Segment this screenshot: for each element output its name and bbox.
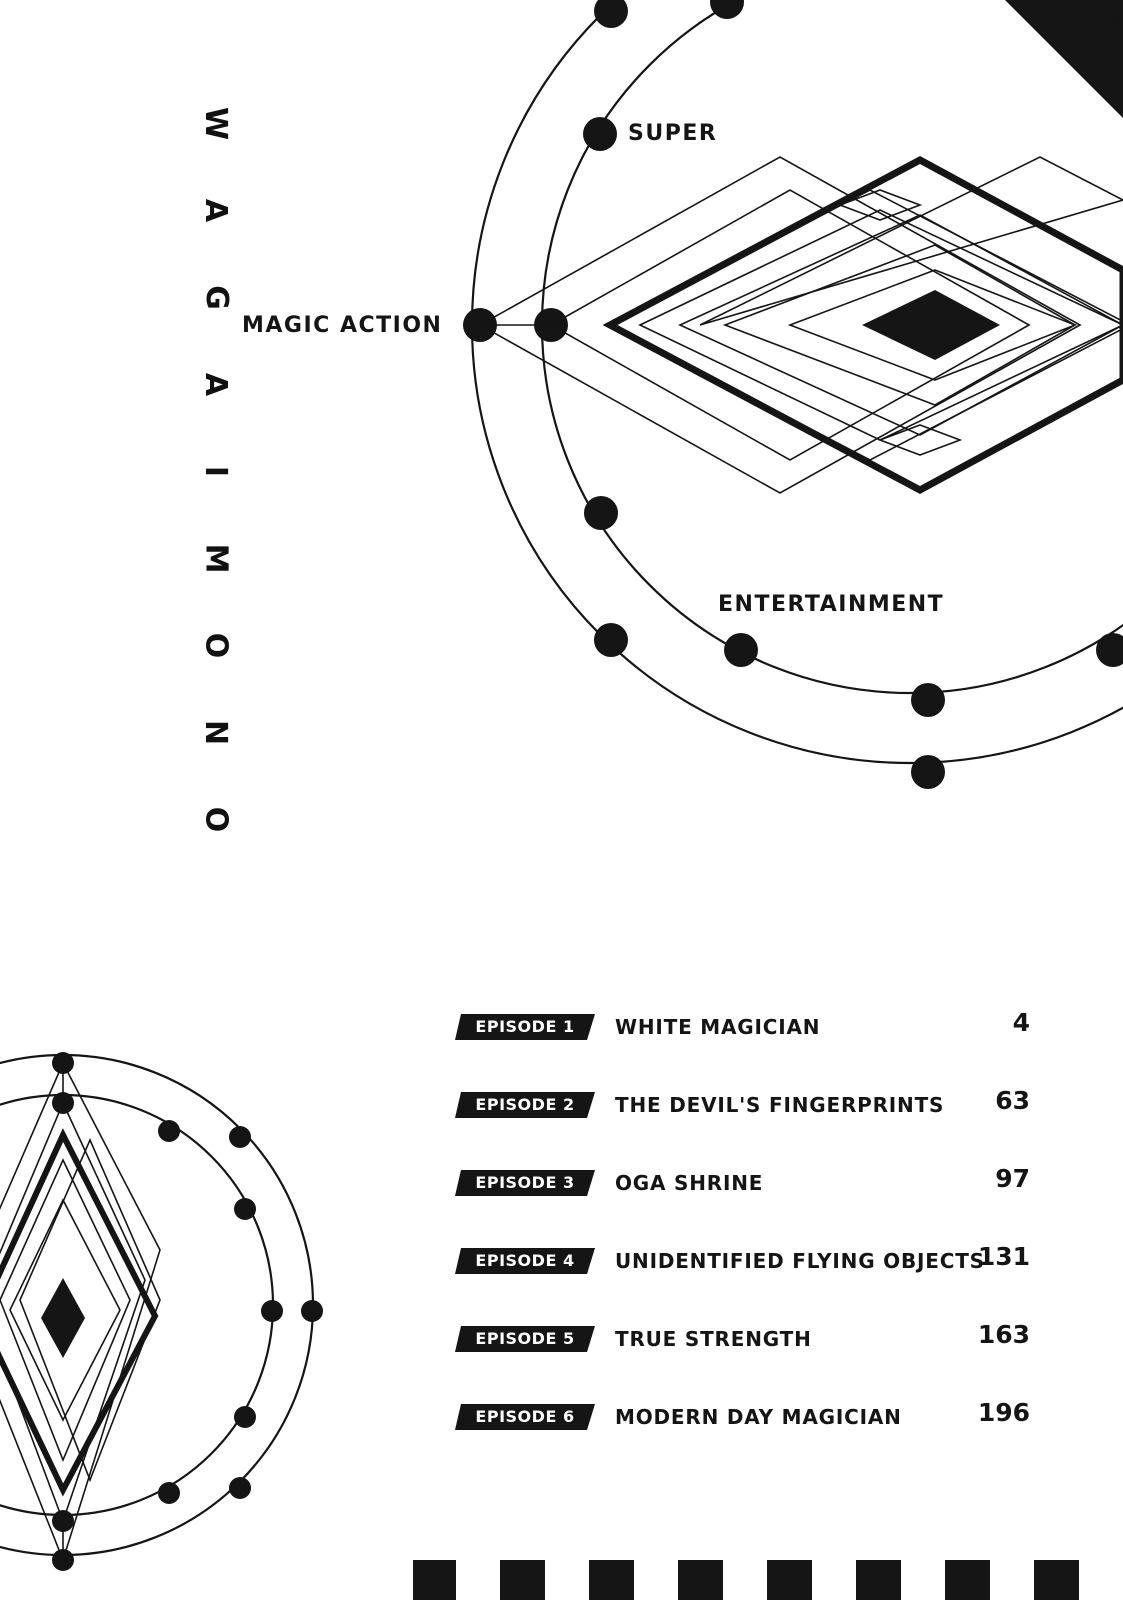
title-letter: A <box>198 372 234 397</box>
episode-title: WHITE MAGICIAN <box>615 1015 821 1039</box>
table-of-contents: EPISODE 1 WHITE MAGICIAN 4 EPISODE 2 THE… <box>455 1004 1030 1472</box>
bottom-bar-pattern <box>413 1560 1079 1600</box>
title-letter: I <box>198 465 234 478</box>
tagline-entertainment: ENTERTAINMENT <box>718 592 945 617</box>
corner-triangle <box>1005 0 1123 118</box>
episode-title: OGA SHRINE <box>615 1171 764 1195</box>
episode-page-number: 97 <box>995 1164 1030 1193</box>
top-diamond-core <box>862 290 1000 360</box>
episode-page-number: 63 <box>995 1086 1030 1115</box>
toc-entry[interactable]: EPISODE 1 WHITE MAGICIAN 4 <box>455 1004 1030 1082</box>
episode-badge: EPISODE 6 <box>455 1404 595 1430</box>
top-diamond-thick <box>602 156 1123 494</box>
title-letter: O <box>198 806 234 833</box>
top-circle-emblem <box>471 0 1123 764</box>
episode-badge: EPISODE 4 <box>455 1248 595 1274</box>
title-letter: O <box>198 632 234 659</box>
tagline-super: SUPER <box>628 121 718 146</box>
bottom-diamond-thick <box>0 1128 159 1497</box>
episode-page-number: 4 <box>1012 1008 1030 1037</box>
title-letter: N <box>198 719 234 746</box>
bottom-diamond-core <box>41 1278 85 1358</box>
title-letter: G <box>198 285 234 310</box>
top-diamond-lattice <box>478 156 1123 494</box>
toc-entry[interactable]: EPISODE 4 UNIDENTIFIED FLYING OBJECTS 13… <box>455 1238 1030 1316</box>
tagline-magic-action: MAGIC ACTION <box>242 313 443 338</box>
top-circle-dots <box>463 0 1123 789</box>
toc-entry[interactable]: EPISODE 3 OGA SHRINE 97 <box>455 1160 1030 1238</box>
episode-page-number: 196 <box>977 1398 1030 1427</box>
title-letter: W <box>198 106 234 141</box>
bottom-circle-dots <box>52 1052 323 1571</box>
toc-entry[interactable]: EPISODE 2 THE DEVIL'S FINGERPRINTS 63 <box>455 1082 1030 1160</box>
title-letter: M <box>198 543 234 574</box>
toc-entry[interactable]: EPISODE 6 MODERN DAY MAGICIAN 196 <box>455 1394 1030 1472</box>
toc-entry[interactable]: EPISODE 5 TRUE STRENGTH 163 <box>455 1316 1030 1394</box>
episode-title: UNIDENTIFIED FLYING OBJECTS <box>615 1249 985 1273</box>
episode-page-number: 131 <box>977 1242 1030 1271</box>
episode-badge: EPISODE 3 <box>455 1170 595 1196</box>
episode-title: TRUE STRENGTH <box>615 1327 812 1351</box>
episode-page-number: 163 <box>977 1320 1030 1349</box>
vertical-series-title: W A G A I M O N O <box>196 80 236 863</box>
episode-badge: EPISODE 1 <box>455 1014 595 1040</box>
episode-title: THE DEVIL'S FINGERPRINTS <box>615 1093 945 1117</box>
episode-badge: EPISODE 5 <box>455 1326 595 1352</box>
episode-title: MODERN DAY MAGICIAN <box>615 1405 902 1429</box>
title-letter: A <box>198 198 234 223</box>
bottom-diamond-lattice <box>0 1061 161 1563</box>
episode-badge: EPISODE 2 <box>455 1092 595 1118</box>
